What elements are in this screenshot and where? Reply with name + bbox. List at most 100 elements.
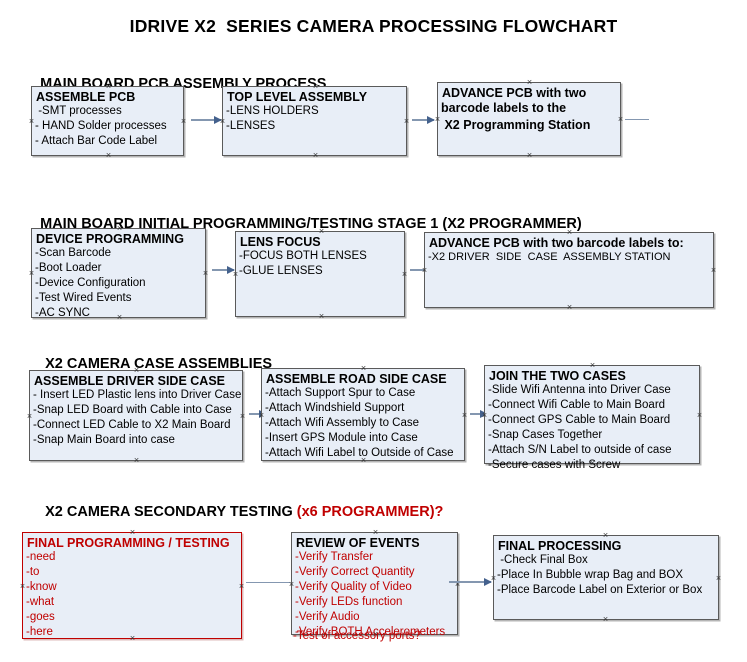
node-line: -Attach S/N Label to outside of case	[488, 443, 672, 456]
node-line: -Insert GPS Module into Case	[265, 431, 418, 444]
section-heading-text: X2 CAMERA CASE ASSEMBLIES	[45, 356, 273, 372]
node-title: ASSEMBLE PCB	[36, 90, 136, 104]
node-line: -Connect LED Cable to X2 Main Board	[33, 419, 231, 432]
node-line: -Attach Wifi Label to Outside of Case	[265, 446, 454, 459]
node-line: -Snap LED Board with Cable into Case	[33, 404, 232, 417]
node-line: -Snap Main Board into case	[33, 433, 175, 446]
handle-right[interactable]	[710, 267, 717, 274]
node-line: -Attach Wifi Assembly to Case	[265, 417, 420, 430]
node-line: -Attach Support Spur to Case	[265, 387, 416, 400]
node-assemble-road-side-case[interactable]: ASSEMBLE ROAD SIDE CASE -Attach Support …	[261, 368, 465, 461]
node-line: -to	[26, 566, 40, 579]
node-title: ADVANCE PCB with two	[442, 86, 587, 100]
node-title: ASSEMBLE DRIVER SIDE CASE	[34, 374, 226, 388]
node-line: -FOCUS BOTH LENSES	[239, 250, 367, 263]
node-line: -LENSES	[226, 120, 276, 133]
connector-final-programming-to-review	[246, 582, 290, 583]
handle-bottom[interactable]	[526, 152, 533, 159]
section-heading-x2-camera-secondary-testing: X2 CAMERA SECONDARY TESTING (x6 PROGRAMM…	[29, 488, 443, 536]
handle-bottom[interactable]	[312, 152, 319, 159]
node-line: -Device Configuration	[35, 277, 146, 290]
node-body: -Check Final Box -Place In Bubble wrap B…	[494, 553, 718, 597]
node-lens-focus[interactable]: LENS FOCUS -FOCUS BOTH LENSES -GLUE LENS…	[235, 231, 405, 317]
node-advance-pcb-programming-station[interactable]: ADVANCE PCB with two barcode labels to t…	[437, 82, 621, 156]
handle-top[interactable]	[602, 532, 609, 539]
node-line: -GLUE LENSES	[239, 265, 323, 278]
node-line: -know	[26, 581, 57, 594]
connector-device-programming-to-lens-focus	[212, 266, 235, 274]
connector-stub-row1-right	[625, 119, 649, 120]
node-line: -Slide Wifi Antenna into Driver Case	[488, 384, 671, 397]
handle-top[interactable]	[526, 79, 533, 86]
node-line: -Scan Barcode	[35, 247, 112, 260]
node-body: -SMT processes - HAND Solder processes -…	[32, 104, 183, 148]
node-review-of-events-overflow-line: -Test of accessory ports?	[293, 630, 421, 642]
connector-assemble-pcb-to-top-level	[191, 116, 222, 124]
node-line: -Verify LEDs function	[295, 595, 403, 608]
node-final-processing[interactable]: FINAL PROCESSING -Check Final Box -Place…	[493, 535, 719, 620]
node-body: - Insert LED Plastic lens into Driver Ca…	[30, 388, 242, 447]
node-body: -LENS HOLDERS -LENSES	[223, 104, 406, 134]
node-body: barcode labels to the X2 Programming Sta…	[438, 100, 620, 132]
node-body: -Verify Transfer -Verify Correct Quantit…	[292, 550, 457, 639]
page-title: IDRIVE X2 SERIES CAMERA PROCESSING FLOWC…	[129, 16, 618, 36]
node-line: -Verify Transfer	[295, 551, 373, 564]
handle-bottom[interactable]	[566, 304, 573, 311]
handle-top[interactable]	[360, 365, 367, 372]
node-line: -X2 DRIVER SIDE CASE ASSEMBLY STATION	[428, 251, 671, 264]
node-line: - Attach Bar Code Label	[35, 135, 158, 148]
node-title: FINAL PROGRAMMING / TESTING	[27, 536, 230, 550]
handle-bottom[interactable]	[105, 152, 112, 159]
handle-top[interactable]	[589, 362, 596, 369]
node-review-of-events[interactable]: REVIEW OF EVENTS -Verify Transfer -Verif…	[291, 532, 458, 638]
node-line: barcode labels to the	[441, 101, 567, 116]
node-line: -Verify Quality of Video	[295, 581, 412, 594]
node-assemble-pcb[interactable]: ASSEMBLE PCB -SMT processes - HAND Solde…	[31, 86, 184, 156]
node-line: -Boot Loader	[35, 262, 102, 275]
node-assemble-driver-side-case[interactable]: ASSEMBLE DRIVER SIDE CASE - Insert LED P…	[29, 370, 243, 461]
node-join-the-two-cases[interactable]: JOIN THE TWO CASES -Slide Wifi Antenna i…	[484, 362, 700, 471]
node-line: -Test Wired Events	[35, 291, 132, 304]
arrow-head-icon	[484, 578, 492, 586]
node-line: -Connect GPS Cable to Main Board	[488, 414, 671, 427]
node-line: -Verify Correct Quantity	[295, 566, 415, 579]
node-line: -Snap Cases Together	[488, 428, 603, 441]
node-line: -Attach Windshield Support	[265, 402, 405, 415]
node-device-programming[interactable]: DEVICE PROGRAMMING -Scan Barcode -Boot L…	[31, 228, 206, 320]
node-line: -Secure cases with Screw	[488, 458, 621, 471]
node-line: -Place Barcode Label on Exterior or Box	[497, 584, 703, 597]
handle-bottom[interactable]	[602, 616, 609, 623]
node-title: REVIEW OF EVENTS	[296, 536, 420, 550]
node-line: -goes	[26, 610, 55, 623]
node-line: -LENS HOLDERS	[226, 105, 319, 118]
node-final-programming-testing[interactable]: FINAL PROGRAMMING / TESTING -need -to -k…	[22, 532, 242, 639]
node-body: -Slide Wifi Antenna into Driver Case -Co…	[485, 383, 699, 472]
arrow-head-icon	[214, 116, 222, 124]
node-title: LENS FOCUS	[240, 235, 321, 249]
node-title: FINAL PROCESSING	[498, 539, 622, 553]
node-line: -here	[26, 625, 53, 638]
section-heading-text: X2 CAMERA SECONDARY TESTING	[45, 504, 297, 520]
node-line: X2 Programming Station	[441, 117, 591, 132]
node-body: -Attach Support Spur to Case -Attach Win…	[262, 386, 464, 460]
node-title: JOIN THE TWO CASES	[489, 369, 626, 383]
handle-bottom[interactable]	[318, 313, 325, 320]
node-title: ADVANCE PCB with two barcode labels to:	[429, 236, 684, 250]
node-body: -Scan Barcode -Boot Loader -Device Confi…	[32, 246, 205, 320]
node-line: -Connect Wifi Cable to Main Board	[488, 399, 666, 412]
section-heading-x2-camera-case-assemblies: X2 CAMERA CASE ASSEMBLIES	[29, 340, 272, 388]
node-body: -FOCUS BOTH LENSES -GLUE LENSES	[236, 249, 404, 279]
node-top-level-assembly[interactable]: TOP LEVEL ASSEMBLY -LENS HOLDERS -LENSES	[222, 86, 407, 156]
node-advance-pcb-driver-side-case[interactable]: ADVANCE PCB with two barcode labels to: …	[424, 232, 714, 308]
node-title: TOP LEVEL ASSEMBLY	[227, 90, 368, 104]
connector-review-to-final-processing	[449, 578, 492, 586]
connector-top-level-to-advance-pcb	[412, 116, 435, 124]
node-line: -what	[26, 595, 55, 608]
node-line: - Insert LED Plastic lens into Driver Ca…	[33, 389, 242, 402]
section-heading-accent-text: (x6 PROGRAMMER)?	[296, 504, 444, 520]
node-line: -Verify Audio	[295, 610, 360, 623]
node-line: -need	[26, 551, 56, 564]
node-title: ASSEMBLE ROAD SIDE CASE	[266, 372, 447, 386]
handle-bottom[interactable]	[133, 457, 140, 464]
